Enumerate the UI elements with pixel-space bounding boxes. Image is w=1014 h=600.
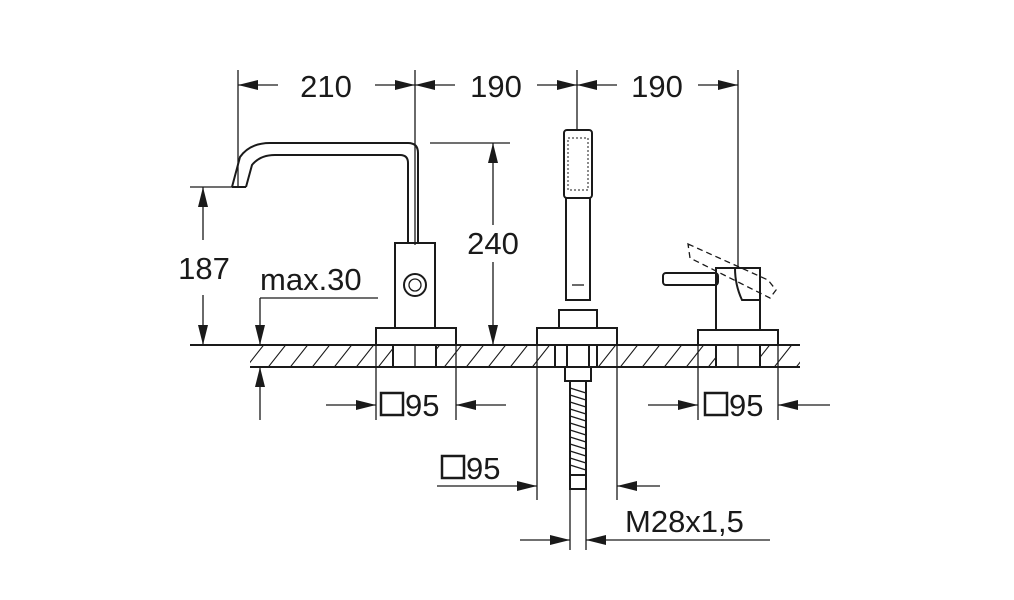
square-symbol-icon [703,391,729,417]
dimension-label: 95 [405,388,439,423]
dimension-outlet-height: 187 [178,187,230,345]
dimension-label: 190 [631,69,683,104]
hand-shower [536,129,618,490]
dimension-spout-rosette: 95 [326,388,506,423]
dimension-label: 187 [178,251,230,286]
dimension-label: max.30 [260,262,362,297]
dimension-spacing-spout: 210 [238,69,415,104]
extension-lines [190,70,779,550]
dimension-label: M28x1,5 [625,504,744,539]
dimension-shower-rosette: 95 [437,451,660,491]
dimension-label: 240 [467,226,519,261]
dimension-thread: M28x1,5 [520,504,770,545]
dimension-spacing-mixer: 190 [577,69,738,104]
spout [231,142,457,346]
square-symbol-icon [440,454,466,480]
dimension-spacing-shower: 190 [415,69,577,104]
single-lever-mixer [662,242,779,346]
dimension-label: 210 [300,69,352,104]
deck-plate [190,344,800,368]
dimension-label: 95 [729,388,763,423]
dimension-spout-height: 240 [467,143,519,345]
square-symbol-icon [379,391,405,417]
dimension-max-deck-thickness: max.30 [255,262,378,420]
dimension-label: 190 [470,69,522,104]
dimension-mixer-rosette: 95 [648,388,830,423]
dimension-label: 95 [466,451,500,486]
